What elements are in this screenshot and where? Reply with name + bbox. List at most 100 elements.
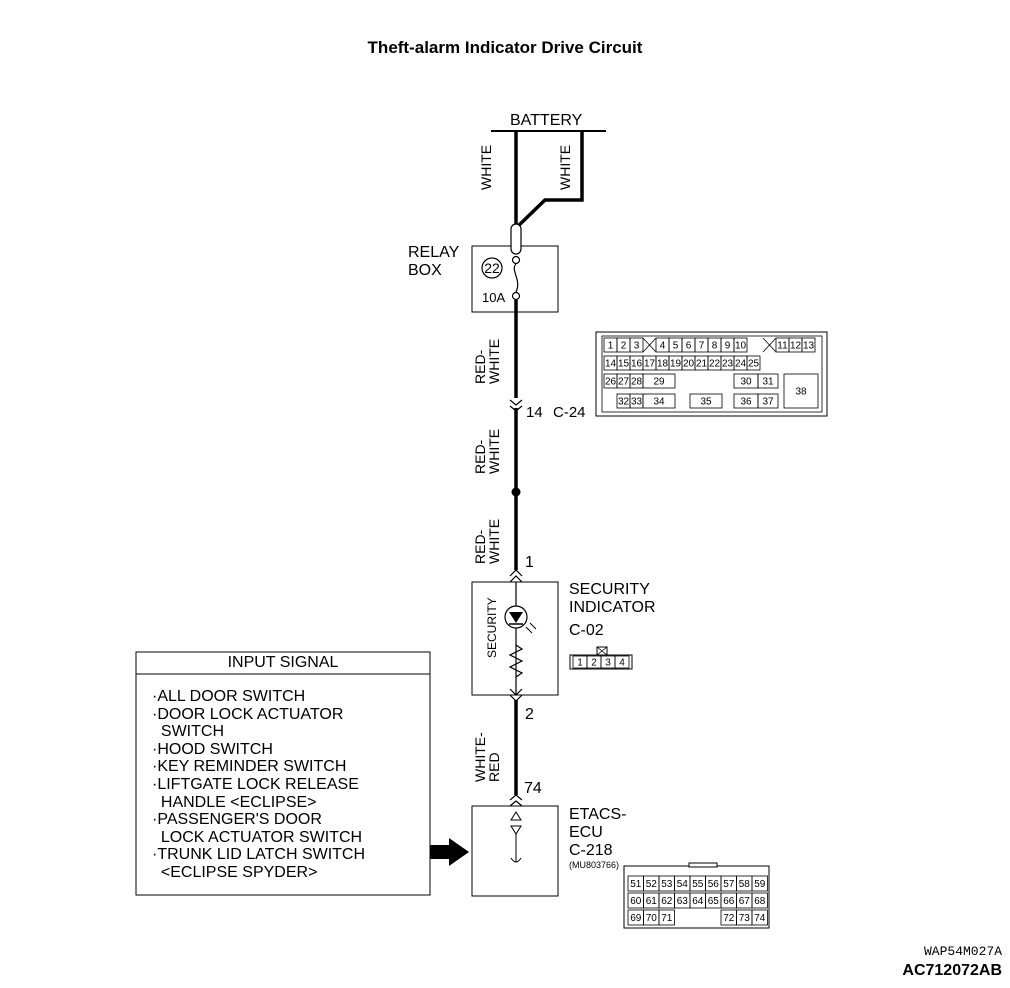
junction-dot [511, 487, 521, 497]
connector-pin-label: 22 [709, 359, 721, 370]
diagram-title: Theft-alarm Indicator Drive Circuit [367, 38, 643, 57]
input-signal-item: SWITCH [152, 723, 224, 741]
wire-color-indicator-to-ecu: WHITE- RED [472, 732, 502, 782]
fuse-number-circle [481, 257, 503, 279]
connector-pin-label: 68 [754, 896, 766, 907]
c24-connector-name: C-24 [553, 404, 586, 421]
input-signal-header: INPUT SIGNAL [227, 654, 339, 671]
security-indicator-label-2: INDICATOR [569, 599, 656, 616]
input-signal-item: ·ALL DOOR SWITCH [152, 688, 306, 705]
connector-pin-label: 13 [803, 341, 815, 352]
connector-pin-label: 70 [646, 913, 658, 924]
input-signal-item: ·DOOR LOCK ACTUATOR [152, 705, 344, 723]
connector-pin-cell [801, 337, 816, 353]
connector-blank-mark [762, 337, 777, 353]
connector-pin-label: 37 [762, 397, 774, 408]
c24-connector-mark-1 [509, 399, 523, 406]
connector-pin-label: 26 [605, 377, 617, 388]
etacs-ecu-label-1: ETACS- [569, 806, 627, 823]
connector-pin-label: 63 [677, 896, 689, 907]
wire-color-battery-right: WHITE [557, 144, 573, 190]
ecu-pin-74: 74 [524, 780, 542, 797]
fuse-element [513, 263, 519, 293]
connector-pin-label: 35 [700, 397, 712, 408]
input-signal-list: ·ALL DOOR SWITCH·DOOR LOCK ACTUATOR SWIT… [152, 688, 365, 882]
connector-pin-label: 74 [754, 913, 766, 924]
security-indicator-box [471, 581, 559, 696]
connector-pin-label: 14 [605, 359, 617, 370]
connector-pin-label: 18 [657, 359, 669, 370]
input-signal-item: ·HOOD SWITCH [152, 740, 273, 758]
connector-pin-label: 19 [670, 359, 682, 370]
connector-pin-label: 25 [748, 359, 760, 370]
connector-blank-mark [642, 337, 657, 353]
connector-pin-label: 60 [630, 896, 642, 907]
connector-pin-label: 11 [777, 341, 788, 352]
etacs-ecu-label-2: ECU [569, 824, 603, 841]
connector-pin-label: 38 [795, 387, 807, 398]
c24-pin-label: 14 [526, 404, 543, 421]
connector-pin-cell [746, 355, 761, 371]
indicator-inner-label: SECURITY [485, 597, 499, 658]
fuse-top-cap [510, 223, 522, 255]
input-signal-item: ·KEY REMINDER SWITCH [152, 758, 347, 776]
connector-pin-label: 10 [735, 341, 747, 352]
connector-pin-cell [751, 909, 768, 926]
connector-pin-label: 57 [723, 879, 735, 890]
connector-pin-label: 4 [660, 341, 666, 352]
input-signal-arrow-icon [430, 838, 469, 866]
connector-pin-label: 73 [739, 913, 751, 924]
connector-pin-label: 29 [653, 377, 665, 388]
connector-pin-label: 27 [618, 377, 630, 388]
connector-pin-label: 65 [708, 896, 720, 907]
connector-pin-cell [751, 892, 768, 909]
connector-pin-label: 34 [653, 397, 665, 408]
connector-pin-label: 71 [661, 913, 673, 924]
c218-part-number: (MU803766) [569, 860, 620, 870]
connector-pin-label: 28 [631, 377, 643, 388]
pin1-connector-mark-2 [509, 575, 523, 583]
connector-pin-cell [642, 393, 676, 409]
relay-box-label-2: BOX [408, 262, 442, 279]
connector-pin-label: 16 [631, 359, 643, 370]
connector-pin-cell [757, 373, 779, 389]
c218-connector-name: C-218 [569, 842, 613, 859]
connector-pin-label: 53 [661, 879, 673, 890]
wire-color-battery-left: WHITE [478, 144, 494, 190]
input-signal-item: ·PASSENGER'S DOOR [152, 811, 322, 829]
fuse-number: 22 [484, 260, 500, 276]
ac-code: AC712072AB [902, 962, 1002, 979]
connector-pin-label: 1 [608, 341, 614, 352]
connector-pin-label: 9 [725, 341, 731, 352]
pin2-connector-mark-1 [509, 688, 523, 696]
pin74-connector-mark-2 [509, 800, 523, 807]
connector-pin-cell [689, 393, 723, 409]
input-signal-item: ·TRUNK LID LATCH SWITCH [152, 846, 366, 864]
ecu-ground-curve [510, 857, 522, 863]
connector-pin-label: 59 [754, 879, 766, 890]
connector-pin-label: 62 [661, 896, 673, 907]
wire-color-after-junction: RED- WHITE [472, 518, 502, 564]
connector-pin-label: 24 [735, 359, 747, 370]
c02-connector-name: C-02 [569, 622, 604, 639]
connector-pin-label: 54 [677, 879, 689, 890]
security-indicator-label-1: SECURITY [569, 581, 650, 598]
fuse-terminal-top [511, 255, 521, 265]
input-signal-box [135, 651, 431, 896]
led-ray-1 [525, 626, 533, 634]
connector-pin-label: 67 [739, 896, 751, 907]
led-triangle [509, 612, 523, 623]
connector-pin-label: 15 [618, 359, 630, 370]
connector-pin-cell [642, 373, 676, 389]
connector-pin-cell [733, 337, 748, 353]
connector-pin-label: 55 [692, 879, 704, 890]
connector-pin-label: 17 [644, 359, 656, 370]
connector-pin-cell [783, 373, 819, 409]
connector-pin-label: 31 [762, 377, 774, 388]
